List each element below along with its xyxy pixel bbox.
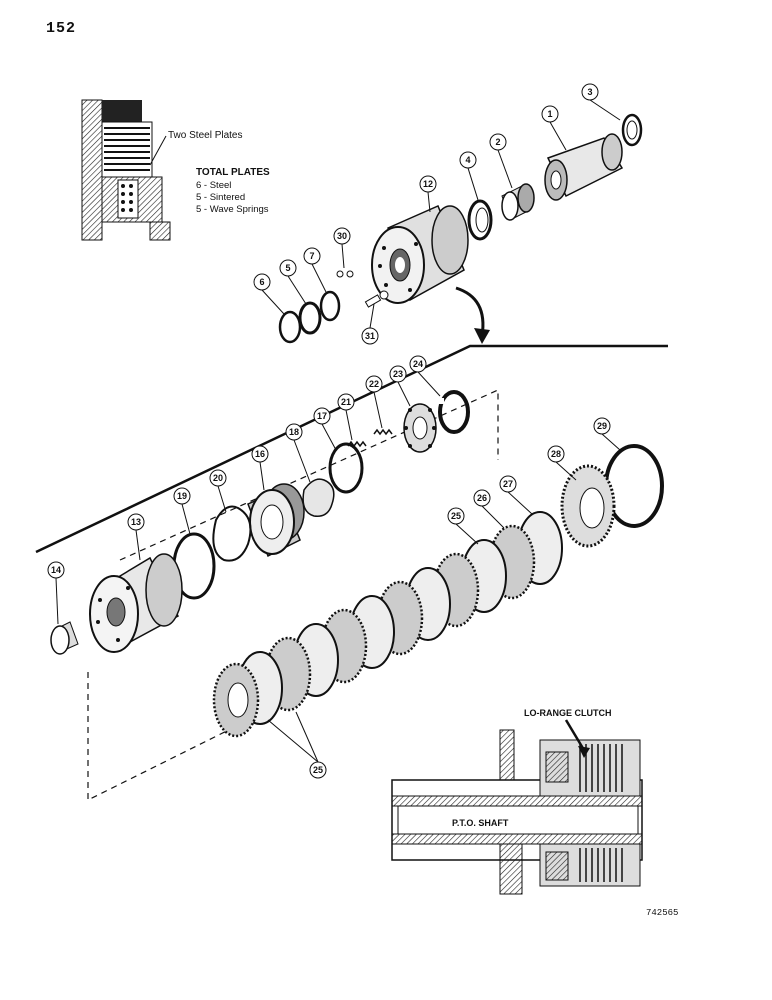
callout-group-middle: [47, 355, 621, 779]
callout-23: 23: [393, 369, 403, 379]
total-plates-line-3: 5 - Wave Springs: [196, 204, 269, 215]
lo-range-clutch-cross-section: [391, 719, 643, 895]
callout-13: 13: [131, 517, 141, 527]
lo-range-clutch-title: LO-RANGE CLUTCH: [524, 708, 612, 718]
shaft-sleeve-1: [544, 133, 624, 201]
ball-pair-30: [336, 270, 354, 278]
wave-ring-20: [212, 505, 252, 562]
callout-17: 17: [317, 411, 327, 421]
clutch-drum-12: [371, 205, 469, 304]
callout-27: 27: [503, 479, 513, 489]
wave-plate-18: [302, 478, 335, 517]
seal-17: [328, 442, 364, 494]
gear-plate-28: [560, 464, 616, 548]
ring-3: [621, 113, 643, 147]
bushing-14: [50, 621, 79, 655]
callout-28: 28: [551, 449, 561, 459]
callout-22: 22: [369, 379, 379, 389]
callout-2: 2: [495, 137, 500, 147]
callout-7: 7: [309, 251, 314, 261]
callout-20: 20: [213, 473, 223, 483]
callout-25-top: 25: [451, 511, 461, 521]
callout-1: 1: [547, 109, 552, 119]
callout-16: 16: [255, 449, 265, 459]
callout-18: 18: [289, 427, 299, 437]
spring-21: [347, 440, 367, 448]
callout-21: 21: [341, 397, 351, 407]
two-steel-plates-callout: Two Steel Plates: [168, 130, 242, 141]
callout-14: 14: [51, 565, 61, 575]
callout-31: 31: [365, 331, 375, 341]
clutch-hub-13: [89, 553, 183, 653]
total-plates-line-2: 5 - Sintered: [196, 192, 245, 203]
ring-7: [319, 290, 341, 322]
pto-shaft-label: P.T.O. SHAFT: [452, 818, 509, 828]
total-plates-heading: TOTAL PLATES: [196, 167, 270, 178]
callout-25-bottom: 25: [313, 765, 323, 775]
spring-retainer-23: [403, 403, 437, 453]
callout-19: 19: [177, 491, 187, 501]
spring-22: [373, 428, 393, 436]
callout-24: 24: [413, 359, 423, 369]
callout-12: 12: [423, 179, 433, 189]
clutch-plate-stack: [212, 511, 563, 738]
page-number: 152: [46, 20, 77, 37]
section-divider: [35, 344, 668, 554]
bearing-4: [467, 199, 493, 241]
callout-26: 26: [477, 493, 487, 503]
callout-4: 4: [465, 155, 470, 165]
bushing-2: [501, 183, 535, 221]
callout-6: 6: [259, 277, 264, 287]
callout-3: 3: [587, 87, 592, 97]
snap-ring-24: [436, 390, 470, 434]
total-plates-line-1: 6 - Steel: [196, 180, 231, 191]
bolt-31: [364, 290, 389, 308]
arrow-head-icon: [474, 328, 490, 344]
clutch-cross-section-inset: [81, 99, 171, 241]
callout-30: 30: [337, 231, 347, 241]
piston-16: [247, 483, 305, 558]
seal-5: [298, 301, 322, 335]
callout-group-upper: [253, 83, 621, 345]
ring-6: [278, 310, 302, 344]
callout-5: 5: [285, 263, 290, 273]
callout-29: 29: [597, 421, 607, 431]
figure-number: 742565: [646, 908, 679, 918]
